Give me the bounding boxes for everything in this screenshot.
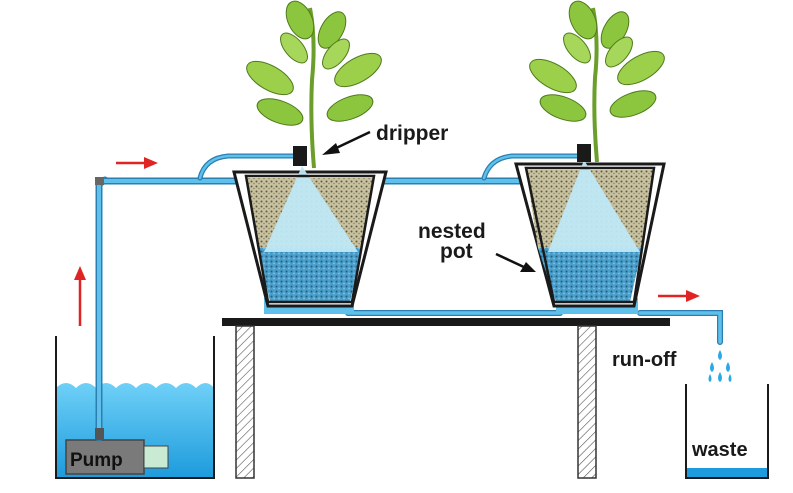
leaf-icon — [529, 58, 577, 94]
runoff-pipe — [637, 310, 723, 345]
leaf-icon — [285, 0, 315, 40]
arrow-up-icon — [74, 266, 86, 326]
arrow-right-icon — [116, 157, 158, 169]
pipes — [95, 153, 723, 442]
pot-1-inner — [244, 174, 376, 304]
waste-bucket: waste — [685, 384, 769, 479]
leaf-icon — [605, 36, 633, 68]
pot-2 — [514, 144, 666, 314]
table-top — [222, 318, 670, 326]
dripper-icon — [577, 144, 591, 162]
pot-2-soil-bottom — [538, 248, 642, 302]
leaf-icon — [539, 94, 587, 122]
pot-2-water-cone — [548, 160, 640, 252]
pump-label: Pump — [70, 450, 123, 471]
pointer-arrows — [322, 130, 536, 272]
reservoir-tank: Pump — [55, 336, 215, 479]
plant-1 — [246, 0, 382, 169]
leaf-icon — [563, 32, 591, 64]
drop-icon — [726, 362, 730, 372]
pot-1-water-cone — [264, 166, 358, 252]
plant-2 — [529, 0, 665, 163]
table-leg-left — [235, 325, 255, 479]
drop-icon — [718, 350, 722, 360]
labels: dripper nested pot run-off — [376, 122, 677, 371]
nested-label: nested — [418, 220, 486, 243]
leaf-icon — [568, 0, 598, 40]
leaf-icon — [617, 50, 665, 86]
dripper-pointer — [322, 130, 371, 155]
pot-1 — [232, 146, 388, 314]
waste-outline — [685, 384, 769, 479]
dripper-label: dripper — [376, 122, 448, 145]
leaf-icon — [317, 11, 347, 49]
pot-2-inner — [524, 166, 656, 304]
leaf-icon — [609, 90, 657, 118]
leaf-icon — [280, 32, 308, 64]
leaf-icon — [326, 94, 374, 122]
waste-water — [686, 468, 768, 478]
table-leg-right — [577, 325, 597, 479]
pot-1-soil-bottom — [258, 248, 362, 302]
nested-pot-pointer — [495, 252, 536, 272]
runoff-drops — [708, 350, 732, 382]
dripper-icon — [293, 146, 307, 166]
leaf-icon — [256, 98, 304, 126]
pot-label: pot — [440, 240, 473, 263]
leaf-icon — [246, 60, 294, 96]
drop-icon — [718, 372, 722, 382]
flow-arrows — [74, 157, 700, 326]
drop-icon — [708, 374, 712, 382]
pump-outlet — [143, 445, 169, 469]
leaf-icon — [334, 52, 382, 88]
drop-icon — [728, 374, 732, 382]
runoff-label: run-off — [612, 349, 677, 371]
drop-icon — [710, 362, 714, 372]
leaf-icon — [322, 38, 350, 70]
arrow-right-icon — [658, 290, 700, 302]
waste-label: waste — [691, 439, 748, 461]
reservoir-outline — [55, 336, 215, 479]
table — [222, 318, 670, 479]
